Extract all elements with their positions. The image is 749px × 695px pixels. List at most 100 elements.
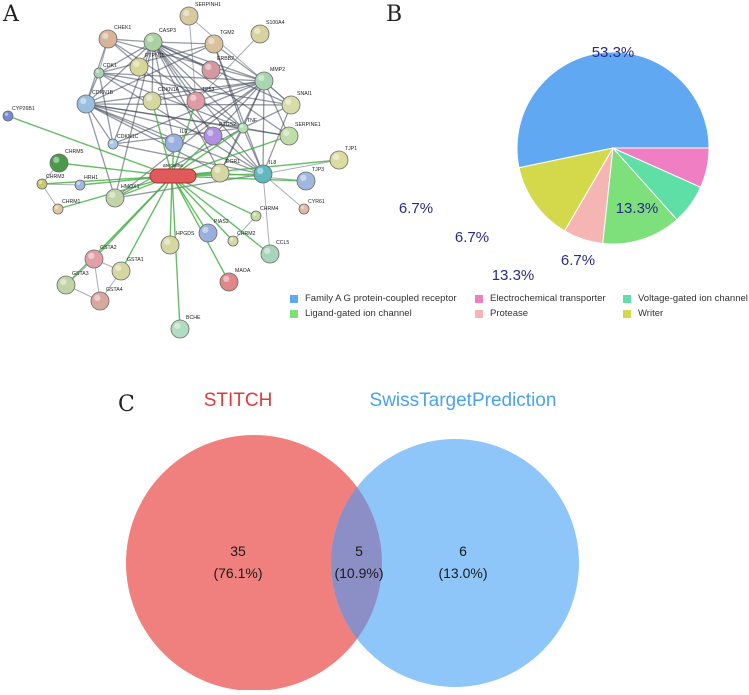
network-node	[90, 291, 110, 311]
network-node-shine	[109, 140, 114, 144]
legend-item: Family A G protein-coupled receptor	[290, 293, 457, 304]
network-node-label: SERPINH1	[195, 2, 221, 8]
legend-swatch	[290, 309, 298, 318]
pie-slice-3	[602, 146, 678, 245]
network-edge	[213, 43, 265, 82]
network-node-label: EGR1	[226, 159, 240, 165]
network-node-label: HMOX1	[121, 184, 140, 190]
network-node	[107, 138, 119, 150]
pie-label-2: 6.7%	[561, 252, 595, 269]
network-node-shine	[53, 156, 60, 164]
network-edge	[107, 38, 265, 82]
network-edge	[98, 72, 264, 175]
network-node-label: HPGDS	[176, 231, 195, 237]
network-node-shine	[38, 180, 43, 184]
network-edge	[85, 41, 154, 105]
network-node-shine	[60, 278, 67, 285]
network-node-label: GSTA1	[127, 257, 144, 263]
network-node	[111, 261, 131, 281]
network-node	[204, 34, 224, 54]
network-node	[179, 6, 199, 26]
network-node-shine	[109, 191, 116, 199]
venn-set-title: STITCH	[204, 390, 273, 411]
network-edge	[169, 175, 173, 246]
network-node	[98, 29, 118, 49]
network-node	[84, 249, 104, 269]
network-node-shine	[164, 238, 171, 246]
network-edge	[98, 72, 244, 129]
network-node	[329, 150, 349, 170]
pie-label-4: 6.7%	[455, 229, 489, 246]
network-node-label: S100A4	[266, 20, 285, 26]
network-node	[143, 32, 163, 52]
network-edge	[232, 215, 257, 242]
network-node-shine	[285, 98, 292, 105]
network-edge	[152, 41, 244, 129]
network-node-shine	[283, 129, 290, 137]
legend-item: Electrochemical transporter	[475, 293, 606, 304]
network-node-label: IL6	[180, 129, 187, 135]
network-edge	[262, 80, 265, 175]
network-node-label: SERPINE1	[295, 122, 321, 128]
network-node	[210, 163, 230, 183]
network-edge	[98, 72, 265, 82]
network-node-label: CYP26B1	[12, 106, 35, 112]
venn-count: 6	[459, 543, 467, 559]
network-node-shine	[95, 69, 100, 73]
network-edge	[85, 80, 265, 105]
network-node-shine	[258, 74, 265, 81]
pie-slice-0	[516, 51, 710, 169]
network-edge	[171, 175, 209, 234]
legend-label: Writer	[638, 308, 664, 319]
legend-swatch	[623, 309, 631, 318]
network-edge	[171, 159, 340, 177]
network-node-shine	[205, 63, 212, 70]
network-node-center	[149, 168, 197, 184]
network-edge	[151, 100, 173, 177]
network-node-shine	[174, 322, 181, 329]
pie-panel: B 53.3%13.3%6.7%13.3%6.7%6.7%	[370, 0, 749, 330]
network-node	[105, 188, 125, 208]
network-node-label: arecoline	[163, 163, 184, 169]
venn-percent: (76.1%)	[213, 565, 262, 581]
legend-item: Ligand-gated ion channel	[290, 308, 412, 319]
network-node-shine	[239, 124, 244, 128]
network-node	[227, 235, 239, 247]
network-edge	[171, 175, 181, 330]
venn-count: 5	[355, 543, 363, 559]
network-node	[2, 110, 14, 122]
network-node-shine	[229, 237, 234, 241]
network-edge	[65, 175, 173, 286]
network-node-shine	[146, 94, 153, 101]
network-node-shine	[80, 97, 87, 104]
network-node	[250, 24, 270, 44]
network-edge	[263, 80, 290, 137]
network-node-shine	[223, 275, 230, 282]
network-node	[250, 210, 262, 222]
network-node	[129, 57, 149, 77]
network-node	[93, 67, 105, 79]
network-node-shine	[102, 32, 109, 39]
legend-label: Protease	[490, 308, 529, 319]
network-node	[254, 71, 274, 91]
network-node-label: CDKN1C	[117, 134, 139, 140]
network-node-label: PIAS2	[214, 219, 229, 225]
network-node-shine	[183, 9, 190, 16]
network-node	[253, 164, 273, 184]
pie-label-5: 6.7%	[399, 200, 433, 217]
network-node-shine	[76, 181, 81, 185]
network-node	[52, 203, 64, 215]
network-node-label: MAOA	[235, 268, 251, 274]
network-edge	[188, 15, 197, 102]
network-edge	[85, 103, 175, 144]
network-node-label: BCHE	[186, 315, 201, 321]
pie-label-1: 13.3%	[616, 200, 659, 217]
network-node	[279, 126, 299, 146]
network-node-label: CHRM2	[237, 231, 256, 237]
pie-chart: 53.3%13.3%6.7%13.3%6.7%6.7%	[399, 44, 710, 284]
network-node	[74, 179, 86, 191]
network-node-shine	[88, 252, 95, 259]
network-node-shine	[207, 129, 214, 137]
network-edge	[171, 175, 271, 255]
legend-label: Electrochemical transporter	[490, 293, 606, 304]
